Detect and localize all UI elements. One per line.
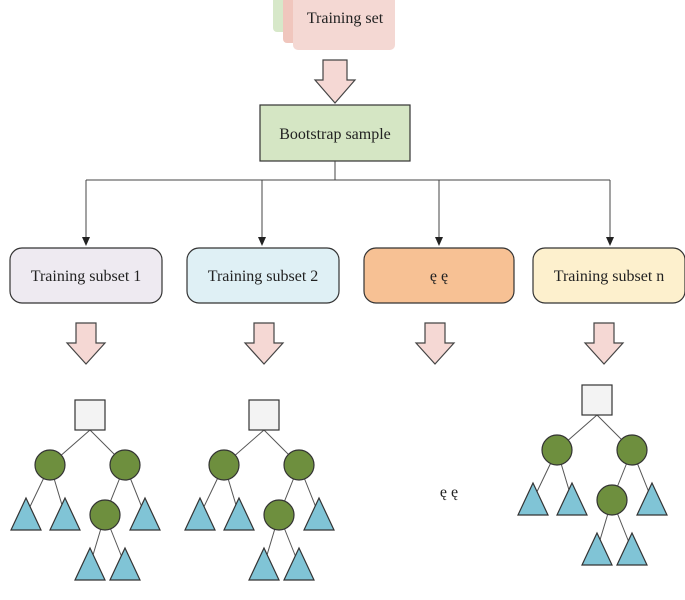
tree-leaf-node	[223, 496, 255, 531]
tree-internal-node	[541, 434, 573, 466]
bootstrap-sample-box: Bootstrap sample	[259, 104, 411, 162]
tree-root-node	[74, 399, 106, 431]
bootstrap-connectors	[82, 161, 614, 246]
training-set-card-front	[293, 0, 395, 50]
tree-root-node	[248, 399, 280, 431]
subset-to-tree-arrow-3	[414, 322, 456, 365]
subset-box-2: Training subset 2	[186, 247, 340, 304]
tree-leaf-node	[556, 481, 588, 516]
subset-to-tree-arrow-1	[65, 322, 107, 365]
decision-tree-n	[517, 384, 668, 566]
subset-box-1: Training subset 1	[9, 247, 163, 304]
subset-box-n: Training subset n	[532, 247, 685, 304]
tree-leaf-node	[616, 531, 648, 566]
tree-leaf-node	[129, 496, 161, 531]
decision-tree-1	[10, 399, 161, 581]
tree-internal-node	[616, 434, 648, 466]
decision-tree-2	[184, 399, 335, 581]
tree-leaf-node	[109, 546, 141, 581]
subset-box-ellipsis: ę ę	[363, 247, 515, 304]
tree-ellipsis-label: ę ę	[440, 484, 458, 501]
tree-internal-node	[208, 449, 240, 481]
subset-to-tree-arrow-2	[243, 322, 285, 365]
training-set-label: Training set	[307, 10, 384, 27]
tree-leaf-node	[636, 481, 668, 516]
tree-leaf-node	[10, 496, 42, 531]
tree-leaf-node	[581, 531, 613, 566]
subset-label-ellipsis: ę ę	[430, 268, 448, 285]
tree-internal-node	[596, 484, 628, 516]
tree-leaf-node	[184, 496, 216, 531]
tree-leaf-node	[517, 481, 549, 516]
subset-label-1: Training subset 1	[31, 268, 142, 285]
tree-internal-node	[263, 499, 295, 531]
tree-internal-node	[34, 449, 66, 481]
subset-label-n: Training subset n	[554, 268, 665, 285]
training-set-box: Training set	[273, 0, 395, 50]
tree-leaf-node	[283, 546, 315, 581]
tree-leaf-node	[303, 496, 335, 531]
tree-internal-node	[89, 499, 121, 531]
bootstrap-sample-label: Bootstrap sample	[279, 126, 391, 143]
subset-to-tree-arrow-n	[583, 322, 625, 365]
tree-internal-node	[283, 449, 315, 481]
tree-leaf-node	[248, 546, 280, 581]
training-to-bootstrap-arrow	[313, 59, 357, 104]
tree-root-node	[581, 384, 613, 416]
subset-label-2: Training subset 2	[208, 268, 319, 285]
tree-leaf-node	[74, 546, 106, 581]
tree-internal-node	[109, 449, 141, 481]
tree-leaf-node	[49, 496, 81, 531]
